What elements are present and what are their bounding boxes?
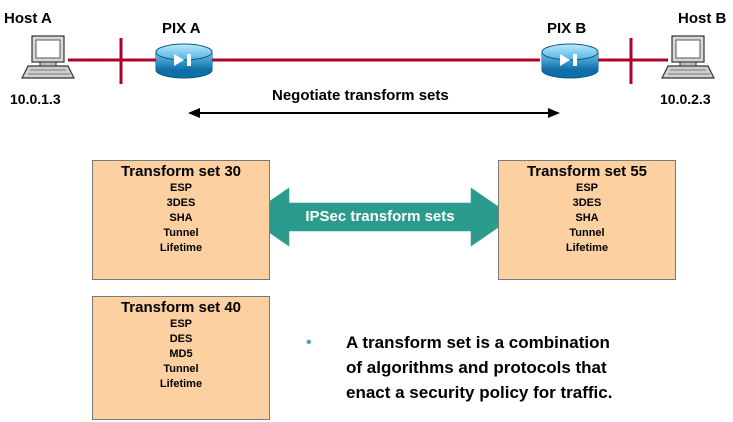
bullet-text: A transform set is a combination of algo… (346, 330, 612, 405)
bullet-line: A transform set is a combination (346, 333, 610, 352)
host-a-label: Host A (4, 10, 52, 27)
definition-bullet: • A transform set is a combination of al… (306, 330, 733, 422)
pix-b-icon (541, 43, 599, 79)
transform-set-30: Transform set 30 ESP 3DES SHA Tunnel Lif… (92, 160, 270, 280)
bullet-line: of algorithms and protocols that (346, 358, 607, 377)
transform-set-row: SHA (169, 212, 193, 224)
bullet-line: enact a security policy for traffic. (346, 383, 613, 402)
transform-set-row: ESP (169, 182, 192, 194)
host-a-ip: 10.0.1.3 (10, 91, 61, 107)
transform-set-title: Transform set 55 (526, 163, 648, 180)
host-b-ip: 10.0.2.3 (660, 91, 711, 107)
transform-set-row: Lifetime (159, 378, 203, 390)
pix-a-icon (155, 43, 213, 79)
transform-set-row: Tunnel (569, 227, 605, 239)
bullet-dot-icon: • (306, 334, 312, 351)
transform-set-title: Transform set 30 (120, 163, 242, 180)
transform-set-row: ESP (575, 182, 598, 194)
transform-set-row: SHA (575, 212, 599, 224)
ipsec-label: IPSec transform sets (305, 208, 455, 225)
transform-set-title: Transform set 40 (120, 299, 242, 316)
transform-set-row: ESP (169, 318, 192, 330)
transform-set-row: 3DES (166, 197, 196, 209)
transform-set-row: Tunnel (163, 363, 199, 375)
transform-set-row: Lifetime (565, 242, 609, 254)
host-b-icon (661, 35, 715, 79)
transform-set-row: 3DES (572, 197, 602, 209)
pix-b-label: PIX B (547, 20, 587, 37)
negotiate-label: Negotiate transform sets (272, 87, 449, 104)
negotiate-arrow (188, 108, 560, 118)
transform-set-row: MD5 (169, 348, 193, 360)
transform-set-55: Transform set 55 ESP 3DES SHA Tunnel Lif… (498, 160, 676, 280)
transform-set-row: Tunnel (163, 227, 199, 239)
host-b-label: Host B (678, 10, 727, 27)
transform-set-row: Lifetime (159, 242, 203, 254)
transform-set-row: DES (169, 333, 193, 345)
transform-set-40: Transform set 40 ESP DES MD5 Tunnel Life… (92, 296, 270, 420)
host-a-icon (21, 35, 75, 79)
pix-a-label: PIX A (162, 20, 201, 37)
